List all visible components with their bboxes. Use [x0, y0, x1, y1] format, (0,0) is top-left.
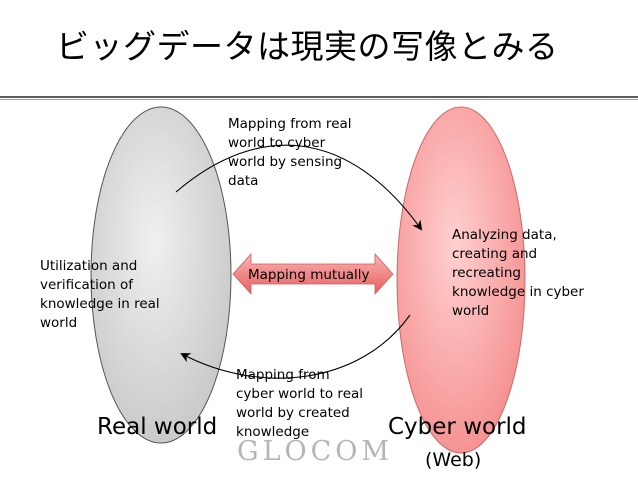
title-divider — [0, 96, 638, 98]
label-utilization: Utilization and verification of knowledg… — [40, 258, 160, 331]
arrow-real-to-cyber — [175, 144, 423, 231]
label-cyber-world: Cyber world — [388, 414, 527, 440]
label-web: (Web) — [425, 449, 482, 471]
label-mapping-mutually: Mapping mutually — [248, 267, 370, 283]
title-divider-thin — [0, 99, 638, 100]
glocom-watermark: GLOCOM — [237, 436, 394, 467]
label-mapping-real-to-cyber: Mapping from real world to cyber world b… — [228, 116, 352, 189]
label-analyzing: Analyzing data, creating and recreating … — [452, 227, 584, 319]
mutual-arrow — [232, 252, 394, 296]
real-world-ellipse — [90, 106, 232, 444]
cyber-world-ellipse — [396, 106, 526, 454]
slide-title: ビッグデータは現実の写像とみる — [56, 27, 559, 66]
label-mapping-cyber-to-real: Mapping from cyber world to real world b… — [236, 367, 364, 440]
label-real-world: Real world — [97, 414, 218, 440]
arrow-cyber-to-real — [180, 314, 411, 379]
